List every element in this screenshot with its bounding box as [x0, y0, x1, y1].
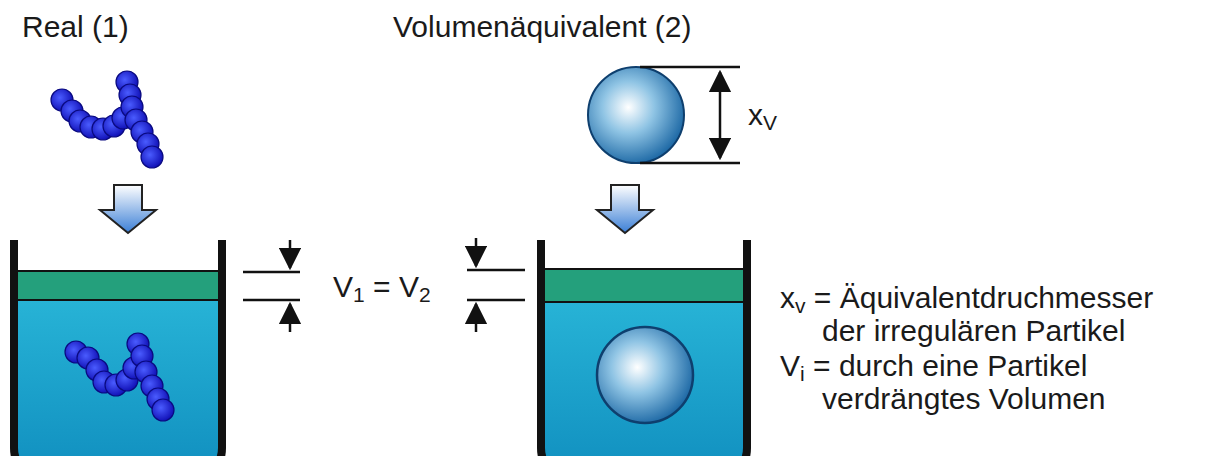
equivalent-sphere	[588, 67, 684, 163]
equivalent-sphere	[597, 327, 693, 423]
dimension-label: xV	[748, 98, 777, 133]
down-arrow	[597, 185, 653, 233]
panel-title: Real (1)	[22, 10, 129, 45]
down-arrow	[100, 185, 156, 233]
definition-note: Vi = durch eine Partikel verdrängtes Vol…	[780, 349, 1180, 415]
diameter-dimension	[640, 67, 740, 163]
irregular-particle	[51, 71, 163, 168]
volume-dimension	[243, 238, 525, 332]
irregular-particle	[65, 333, 174, 421]
dimension-label: V1 = V2	[333, 270, 431, 305]
panel-title: Volumenäquivalent (2)	[393, 10, 692, 45]
beaker	[541, 240, 747, 456]
beaker	[14, 240, 222, 456]
definition-note: xv = Äquivalentdruchmesser der irregulär…	[780, 281, 1180, 347]
